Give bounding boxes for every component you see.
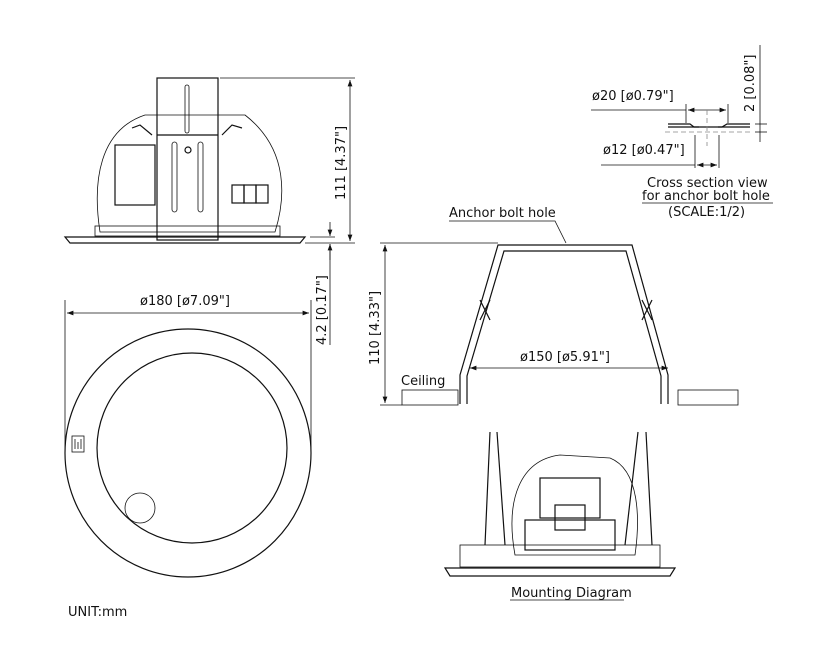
mounting-height-dim: 110 [4.33"] — [368, 291, 383, 365]
mesh-enclosure — [96, 114, 283, 233]
mounting-diagram-title: Mounting Diagram — [511, 586, 632, 601]
side-view — [63, 77, 307, 244]
transformer — [114, 144, 156, 206]
spring-wires — [484, 431, 653, 546]
mounting-view: Anchor bolt hole Ceiling ø150 [ø5.91"] 1… — [368, 206, 739, 406]
outer-baffle — [64, 328, 312, 578]
ceiling-label: Ceiling — [401, 374, 445, 389]
inner-grille — [96, 352, 288, 544]
flange — [63, 236, 307, 244]
cross-section-scale: (SCALE:1/2) — [668, 205, 745, 220]
mounting-bracket — [459, 244, 669, 404]
cutout-diameter-dim: ø150 [ø5.91"] — [520, 350, 610, 365]
anchor-bolt-label: Anchor bolt hole — [449, 206, 556, 221]
inner-hole-dim: ø12 [ø0.47"] — [603, 143, 685, 158]
cross-section-caption: Cross section view — [647, 176, 768, 191]
mounting-diagram: Mounting Diagram — [443, 431, 677, 601]
front-diameter-dim: ø180 [ø7.09"] — [140, 294, 230, 309]
wing-nuts — [479, 299, 653, 321]
side-height-dim: 111 [4.37"] — [334, 126, 349, 200]
led-grille — [124, 492, 156, 524]
ceiling-left — [401, 389, 459, 406]
terminal-block — [231, 184, 269, 204]
unit-label: UNIT:mm — [68, 605, 127, 620]
logo-icon — [71, 435, 85, 453]
cross-section-caption-2: for anchor bolt hole — [642, 189, 770, 204]
ceiling-right — [677, 389, 739, 406]
cross-section: ø20 [ø0.79"] ø12 [ø0.47"] 2 [0.08"] Cros… — [591, 45, 773, 220]
outer-hole-dim: ø20 [ø0.79"] — [592, 89, 674, 104]
spring-clips — [131, 124, 243, 136]
flange-thickness-dim: 4.2 [0.17"] — [315, 275, 330, 345]
back-box — [156, 77, 219, 241]
plate-thickness-dim: 2 [0.08"] — [743, 55, 758, 112]
front-view: ø180 [ø7.09"] — [64, 294, 312, 578]
